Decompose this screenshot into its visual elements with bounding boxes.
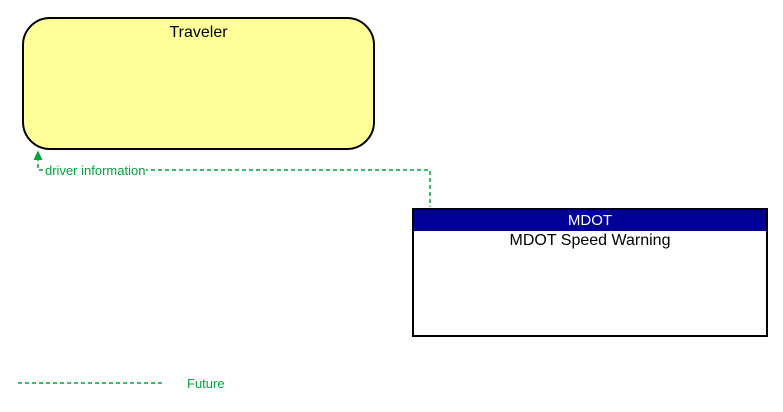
arrowhead-icon [33, 150, 43, 160]
node-mdot-body-label: MDOT Speed Warning [509, 232, 671, 249]
node-mdot-speed-warning[interactable]: MDOT MDOT Speed Warning [412, 208, 768, 337]
node-mdot-header-label: MDOT [414, 210, 766, 231]
legend-label: Future [187, 376, 225, 391]
node-traveler-label: Traveler [169, 24, 228, 41]
node-traveler[interactable]: Traveler [22, 17, 375, 150]
flow-label: driver information [44, 163, 147, 178]
